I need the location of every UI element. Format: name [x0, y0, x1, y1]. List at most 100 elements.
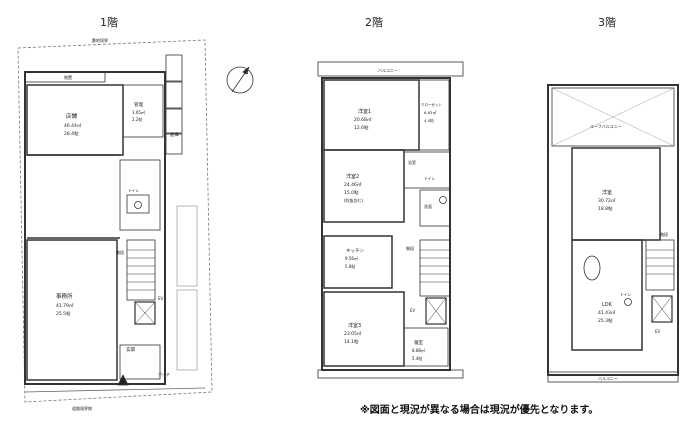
label-stair: 階段: [660, 231, 668, 237]
label-roof-balcony: ルーフバルコニー: [590, 124, 622, 129]
room-area: 41.79㎡: [56, 302, 74, 309]
room-ldk-3f: [571, 239, 643, 351]
balcony-3f: [547, 371, 679, 383]
floor-2-title: 2階: [365, 15, 383, 29]
kitchen-island: [583, 255, 601, 281]
room-area: 30.72㎡: [598, 197, 616, 204]
room-office: [26, 239, 118, 381]
room-name: キッチン: [346, 248, 364, 254]
stair-3f: [645, 239, 675, 291]
label-toilet: トイレ: [424, 176, 436, 181]
floor-3-plan: [547, 84, 679, 383]
room-shop: [26, 84, 124, 156]
label-ev: EV: [410, 308, 416, 313]
toilet-1f: [126, 194, 150, 214]
label-warehouse: 倉庫: [170, 131, 179, 138]
room-name: 管理: [134, 101, 143, 108]
room-admin: [122, 84, 164, 138]
floor-2-plan: [317, 61, 464, 379]
storage-box: [165, 54, 183, 82]
room-name: 洋室1: [358, 108, 371, 115]
entrance-1f: [119, 344, 161, 380]
label-storage: 物置: [64, 74, 72, 80]
room-name: 事務所: [56, 292, 73, 300]
room-name: 店舗: [66, 112, 78, 120]
diagonal: [551, 87, 675, 147]
room-bedroom-2f: [403, 327, 449, 367]
room-name: LDK: [602, 302, 613, 308]
room-note: (吹抜含む): [344, 197, 364, 203]
room-jo: 4.0帖: [424, 118, 434, 123]
elevator-icon: [651, 295, 673, 323]
label-road-line: 道路境界線: [72, 405, 92, 411]
room-jo: 15.0帖: [344, 189, 359, 196]
storage-box: [165, 108, 183, 134]
room-jo: 5.8帖: [345, 263, 355, 269]
floor1-outer-wall: [24, 71, 166, 385]
room-western-2: [323, 149, 405, 223]
room-name: 洋室: [602, 189, 612, 196]
room-western-3: [323, 291, 405, 367]
room-name: 寝室: [414, 339, 423, 346]
room-jo: 12.6帖: [354, 124, 369, 131]
room-western-1: [323, 79, 420, 151]
floor1-core: [119, 159, 161, 231]
toilet-icon: [134, 201, 142, 209]
elevator-icon: [134, 301, 156, 325]
balcony-2f: [317, 61, 464, 77]
disclaimer-note: ※図面と現況が異なる場合は現況が優先となります。: [360, 405, 599, 416]
toilet-icon: [624, 298, 632, 306]
floor3-outer-wall: [547, 84, 679, 376]
room-name: クローゼット: [421, 102, 442, 107]
label-entrance: 玄関: [126, 346, 135, 353]
room-closet: [418, 79, 450, 151]
room-jo: 18.8帖: [598, 205, 613, 212]
washroom-2f: [419, 189, 451, 227]
storage-box: [165, 81, 183, 109]
entrance-arrow-icon: [117, 374, 129, 386]
stair-treads: [127, 249, 155, 291]
storage-box: [165, 133, 183, 155]
floor-3-title: 3階: [598, 15, 616, 29]
label-stair: 階段: [406, 245, 414, 251]
fence: [24, 387, 206, 393]
label-balcony: バルコニー: [378, 68, 398, 73]
floor-1-plan: [17, 39, 213, 403]
room-jo: 25.5帖: [56, 310, 71, 317]
label-ev: EV: [655, 329, 661, 334]
room-jo: 5.4帖: [412, 355, 422, 361]
elevator-2f: [425, 297, 447, 325]
room-name: 洋室2: [346, 173, 359, 180]
room-jo: 28.4帖: [64, 130, 79, 137]
label-toilet: トイレ: [128, 188, 140, 193]
roof-balcony: [551, 87, 675, 147]
label-stair: 階段: [116, 249, 124, 255]
room-area: 6.63㎡: [424, 110, 436, 115]
elevator-3f: [651, 295, 673, 323]
north-arrow-icon: [226, 66, 254, 94]
label-porch: ポーチ: [158, 371, 170, 377]
room-area: 41.43㎡: [598, 309, 616, 316]
label-toilet: トイレ: [620, 292, 632, 297]
elevator-1f: [134, 301, 156, 325]
floor1-storage-strip: [24, 71, 106, 83]
room-area: 8.88㎡: [412, 347, 425, 353]
label-balcony: バルコニー: [598, 376, 618, 381]
label-ev: EV: [158, 296, 164, 301]
elevator-icon: [425, 297, 447, 325]
room-area: 9.56㎡: [345, 255, 358, 261]
stair-1f: [126, 239, 156, 301]
room-jo: 14.1帖: [344, 338, 359, 345]
room-jo: 2.2帖: [132, 116, 142, 122]
parking-space: [176, 289, 198, 371]
stair-treads: [646, 249, 674, 275]
stair-2f: [419, 239, 451, 297]
label-site-boundary: 敷地境界: [92, 37, 108, 43]
room-kitchen-2f: [323, 235, 393, 289]
room-area: 3.65㎡: [132, 109, 145, 115]
compass-label: N: [244, 69, 249, 76]
room-area: 20.68㎡: [354, 116, 372, 123]
floor-1-title: 1階: [100, 15, 118, 29]
room-western-3f: [571, 147, 661, 241]
